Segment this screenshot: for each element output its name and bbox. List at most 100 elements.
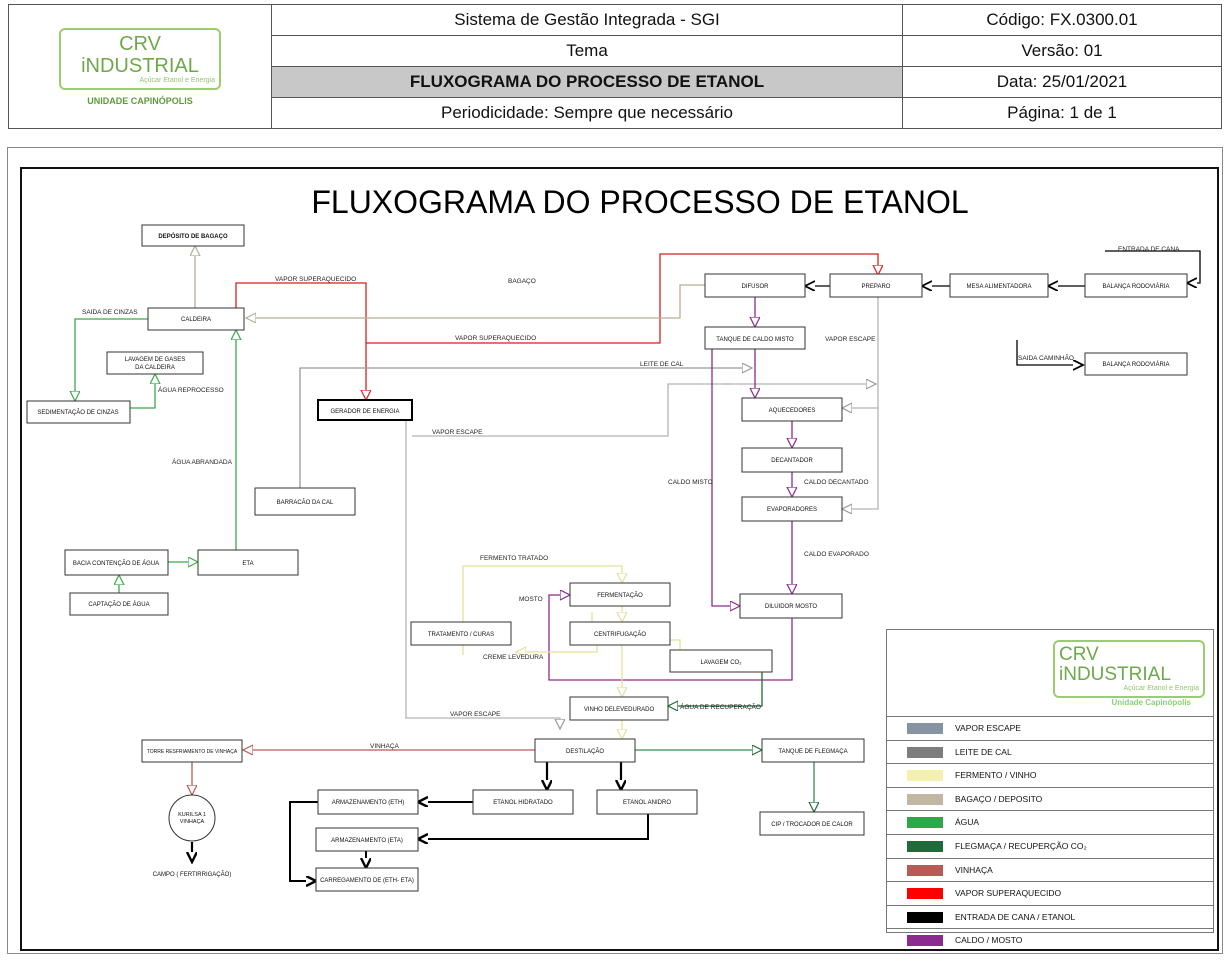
label-vapor-superaquecido-2: VAPOR SUPERAQUECIDO [455,335,536,342]
node-label-arm-eta: ARMAZENAMENTO (ETA) [331,838,403,844]
legend-item: CALDO / MOSTO [887,929,1213,952]
node-label-etanol-hidratado: ETANOL HIDRATADO [493,800,553,806]
node-mesa [949,273,1049,298]
flow-creme-levedura [516,645,598,652]
legend-logo-subtitle: Açúcar Etanol e Energia [1123,685,1200,692]
flow-vapor-escape-evap [842,297,879,509]
legend-item: VINHAÇA [887,859,1213,883]
node-label-gerador: GERADOR DE ENERGIA [330,409,399,415]
legend-logo-area: CRV iNDUSTRIAL Açúcar Etanol e Energia U… [887,630,1213,717]
legend-swatch [907,864,943,876]
node-cip [759,811,865,836]
legend-label: VAPOR ESCAPE [955,723,1021,733]
header-pagina: Página: 1 de 1 [902,97,1222,129]
node-label-vinho: VINHO DELEVEDURADO [584,707,655,713]
flow-fermento-tratado [462,565,622,655]
node-bacia [64,549,169,576]
node-label-kurilsa-2: VINHAÇA [180,819,205,825]
flow-caldo-misto [711,349,740,606]
legend-rows: VAPOR ESCAPE LEITE DE CAL FERMENTO / VINHO… [887,717,1213,952]
node-label-tanque-caldo: TANQUE DE CALDO MISTO [716,337,794,343]
node-label-lavagem-co2: LAVAGEM CO₂ [700,660,742,666]
node-etanol-anidro [596,789,698,815]
company-logo: CRV iNDUSTRIAL Açúcar Etanol e Energia [59,27,221,90]
legend-label: BAGAÇO / DEPOSITO [955,793,1043,804]
flow-bagaco [246,284,705,318]
node-label-arm-eth: ARMAZENAMENTO (ETH) [332,800,405,806]
label-saida-cinzas: SAIDA DE CINZAS [82,309,138,316]
node-kurilsa [168,794,216,842]
node-label-sedimentacao: SEDIMENTAÇÃO DE CINZAS [37,409,118,416]
label-caldo-misto: CALDO MISTO [668,479,713,486]
node-aquecedores [741,397,843,422]
legend: CRV iNDUSTRIAL Açúcar Etanol e Energia U… [886,629,1214,947]
node-label-preparo: PREPARO [862,284,891,290]
legend-swatch [907,911,943,923]
header-system: Sistema de Gestão Integrada - SGI [271,4,903,36]
label-bagaco: BAGAÇO [508,278,536,285]
label-caldo-evaporado: CALDO EVAPORADO [804,551,869,558]
legend-company-logo: CRV iNDUSTRIAL Açúcar Etanol e Energia [1053,640,1205,698]
node-lavagem-co2 [669,649,773,673]
label-vapor-superaquecido-1: VAPOR SUPERAQUECIDO [275,276,356,283]
node-evaporadores [741,496,843,522]
legend-label: VAPOR SUPERAQUECIDO [955,888,1062,899]
node-label-diluidor: DILUIDOR MOSTO [765,604,818,610]
node-barracao [254,487,356,516]
header-data: Data: 25/01/2021 [902,66,1222,98]
diagram-title: FLUXOGRAMA DO PROCESSO DE ETANOL [311,184,968,220]
legend-label: LEITE DE CAL [955,746,1012,757]
node-label-decantador: DECANTADOR [771,458,813,464]
node-etanol-hidratado [472,789,574,815]
label-agua-abrandada: ÁGUA ABRANDADA [172,457,233,466]
node-balanca-2 [1084,352,1188,376]
node-label-barracao: BARRACÃO DA CAL [277,499,334,506]
header-tema: Tema [271,35,903,67]
node-deposito [141,224,245,247]
legend-swatch [907,723,943,734]
node-vinho [569,696,669,721]
node-balanca-1 [1084,273,1188,298]
node-label-balanca-2: BALANÇA RODOVIÁRIA [1102,361,1169,368]
node-label-lavagem-gases-2: DA CALDEIRA [135,365,175,371]
legend-label: ÁGUA [955,817,980,828]
node-tanque-flegmaca [761,738,865,763]
node-label-torre: TORRE RESFRIAMENTO DE VINHAÇA [147,749,238,755]
node-carregamento [315,867,419,892]
flow-armeth-carreg [289,801,318,881]
node-arm-eth [317,789,419,815]
logo-text: CRV iNDUSTRIAL [81,32,199,77]
legend-swatch [907,770,943,782]
legend-label: FERMENTO / VINHO [955,770,1037,781]
logo-subtitle: Açúcar Etanol e Energia [139,76,216,84]
node-torre [141,739,243,763]
node-label-aquecedores: AQUECEDORES [769,408,816,414]
label-vapor-escape-1: VAPOR ESCAPE [432,429,483,436]
page-frame [7,147,1223,954]
legend-logo-unit: Unidade Capinópolis [1111,698,1191,707]
flow-vapor-sup-gerador [235,282,366,400]
header-table: CRV iNDUSTRIAL Açúcar Etanol e Energia U… [8,4,1222,129]
label-saida-caminhao: SAIDA CAMINHÃO [1018,353,1074,362]
node-label-destilacao: DESTILAÇÃO [566,748,604,755]
flow-vapor-sup-preparo [366,253,878,344]
label-vapor-escape-2: VAPOR ESCAPE [825,336,876,343]
node-label-caldeira: CALDEIRA [181,317,211,323]
node-label-cip: CIP / TROCADOR DE CALOR [771,822,853,828]
node-decantador [741,447,843,473]
flow-leite-cal [299,368,752,488]
node-difusor [704,273,806,298]
flow-anidro-armeta [418,814,649,839]
node-eta [197,549,299,576]
legend-item: VAPOR ESCAPE [887,717,1213,741]
legend-item: FLEGMAÇA / RECUPERÇÃO CO₂ [887,835,1213,859]
node-label-lavagem-gases-1: LAVAGEM DE GASES [125,357,185,363]
node-label-mesa: MESA ALIMENTADORA [967,284,1032,290]
flow-saida-caminhao [1016,340,1083,365]
node-label-bacia: BACIA CONTENÇÃO DE ÁGUA [73,560,159,567]
node-label-captacao: CAPTAÇÃO DE ÁGUA [88,601,149,608]
legend-item: VAPOR SUPERAQUECIDO [887,882,1213,906]
label-entrada-cana: ENTRADA DE CANA [1118,246,1180,253]
legend-logo-text: CRV iNDUSTRIAL [1059,644,1171,685]
node-label-deposito: DEPÓSITO DE BAGAÇO [158,232,228,240]
